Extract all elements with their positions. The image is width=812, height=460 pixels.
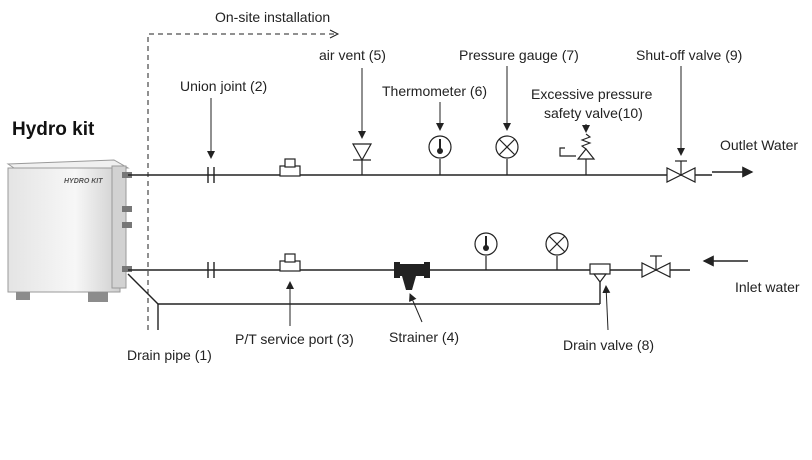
drain-valve-label: Drain valve (8) — [563, 337, 654, 353]
inlet-water-label: Inlet water — [735, 279, 800, 295]
air-vent-label: air vent (5) — [319, 47, 386, 63]
pt-service-port-outlet-icon — [279, 158, 301, 177]
pressure-gauge-inlet-icon — [545, 232, 569, 270]
safety-valve-label-line1: Excessive pressure — [531, 86, 653, 102]
thermometer-inlet-icon — [474, 232, 498, 270]
safety-valve-label-line2: safety valve(10) — [544, 105, 643, 121]
drain-valve-icon — [589, 263, 611, 283]
safety-valve-icon — [559, 133, 596, 175]
drain-valve-leader — [602, 285, 611, 331]
pt-service-port-label: P/T service port (3) — [235, 331, 354, 347]
thermometer-label: Thermometer (6) — [382, 83, 487, 99]
strainer-leader — [409, 293, 423, 323]
union-joint-outlet-icon — [207, 167, 215, 183]
installation-boundary — [147, 29, 340, 330]
pressure-gauge-label: Pressure gauge (7) — [459, 47, 579, 63]
diagram-title: Hydro kit — [12, 119, 95, 140]
hydro-kit-unit: HYDRO KIT — [6, 159, 132, 302]
outlet-water-label: Outlet Water — [720, 137, 798, 153]
drain-line — [127, 273, 601, 330]
drain-pipe-label: Drain pipe (1) — [127, 347, 212, 363]
air-vent-icon — [351, 143, 373, 175]
pressure-gauge-outlet-icon — [495, 135, 519, 175]
shutoff-valve-label: Shut-off valve (9) — [636, 47, 742, 63]
pt-service-port-inlet-icon — [279, 253, 301, 272]
shutoff-valve-outlet-icon — [666, 160, 696, 183]
installation-label: On-site installation — [215, 9, 330, 25]
shutoff-valve-inlet-icon — [641, 255, 671, 278]
strainer-icon — [394, 262, 430, 290]
strainer-label: Strainer (4) — [389, 329, 459, 345]
thermometer-outlet-icon — [428, 135, 452, 175]
unit-badge: HYDRO KIT — [64, 178, 103, 185]
union-joint-label: Union joint (2) — [180, 78, 267, 94]
union-joint-inlet-icon — [207, 262, 215, 278]
